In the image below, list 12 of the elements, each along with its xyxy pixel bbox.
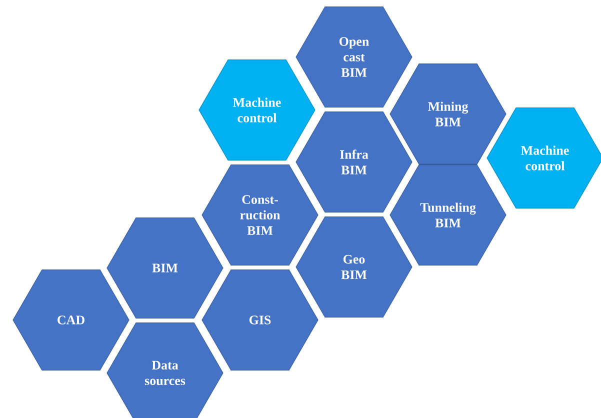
hexagon: Tunneling BIM [390, 164, 506, 266]
hexagon: Open cast BIM [296, 6, 412, 108]
hexagon: BIM [106, 217, 224, 319]
hexagon: Const-ruction BIM [202, 164, 318, 266]
hexagon: CAD [12, 269, 130, 371]
hexagon: Machine control [486, 107, 601, 209]
hexagon: GIS [202, 269, 318, 371]
hexagon: Data sources [106, 322, 224, 418]
hexagon: Infra BIM [296, 111, 412, 213]
hexagon: Machine control [198, 59, 316, 161]
hexagon: Mining BIM [390, 63, 506, 165]
hexagon: Geo BIM [296, 216, 412, 318]
